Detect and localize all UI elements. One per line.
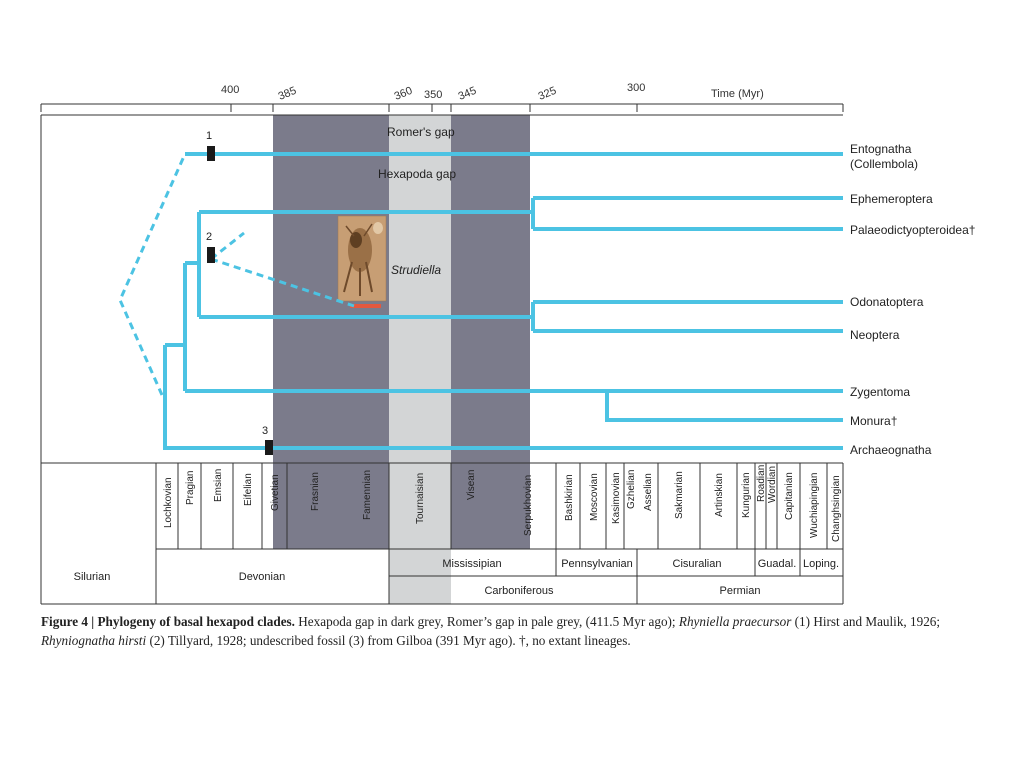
tick-label-300: 300 [627,82,645,94]
dashed-rhyniognatha-up [211,233,244,259]
caption-species-2: Rhyniognatha hirsti [41,633,146,648]
tick-label-345: 345 [457,85,479,103]
taxon-zygentoma: Zygentoma [850,385,910,399]
tick-label-385: 385 [277,85,299,103]
stage-asselian: Asselian [643,473,654,511]
stage-visean: Visean [466,470,477,500]
stage-artinskian: Artinskian [714,473,725,517]
caption-text-1: Hexapoda gap in dark grey, Romer’s gap i… [295,614,679,629]
stage-sakmarian: Sakmarian [674,471,685,519]
series-lopingian: Loping. [803,558,839,570]
fossil-markers [207,146,273,455]
fossil-marker-3-label: 3 [262,425,268,437]
romers-gap-band [389,115,451,604]
tick-label-400: 400 [221,84,239,96]
stage-frasnian: Frasnian [310,472,321,511]
stage-roadian: Roadian [756,465,767,502]
figure-caption: Figure 4 | Phylogeny of basal hexapod cl… [41,612,986,650]
romers-gap-label: Romer's gap [387,125,455,139]
series-cisuralian: Cisuralian [673,558,722,570]
stage-wuchiapingian: Wuchiapingian [809,473,820,538]
caption-text-2: (1) Hirst and Maulik, 1926; [791,614,940,629]
stage-wordian: Wordian [767,466,778,503]
tick-label-325: 325 [537,85,559,103]
taxon-entognatha-sub: (Collembola) [850,157,918,171]
taxon-monura: Monura† [850,414,897,428]
stage-changhsingian: Changhsingian [831,475,842,542]
stage-famennian: Famennian [362,470,373,520]
taxon-ephemeroptera: Ephemeroptera [850,192,933,206]
stage-pragian: Pragian [185,471,196,505]
taxon-palaeodictyopteroidea: Palaeodictyopteroidea† [850,223,975,237]
dashed-root-entognatha [120,154,185,395]
stage-emsian: Emsian [213,469,224,502]
fossil-marker-1 [207,146,215,161]
taxon-archaeognatha: Archaeognatha [850,443,932,457]
tick-label-350: 350 [424,89,442,101]
caption-label: Figure 4 | Phylogeny of basal hexapod cl… [41,614,295,629]
period-silurian: Silurian [74,571,111,583]
strudiella-label: Strudiella [391,263,441,277]
lineage-monura [607,391,843,420]
fossil-marker-2-label: 2 [206,231,212,243]
stage-givetian: Givetian [270,474,281,511]
stage-serpukhovian: Serpukhovian [523,475,534,536]
stage-eifelian: Eifelian [243,473,254,506]
hexapoda-gap-label: Hexapoda gap [378,167,456,181]
strudiella-fossil-image [338,216,386,301]
fossil-marker-3 [265,440,273,455]
series-pennsylvanian: Pennsylvanian [561,558,633,570]
stage-lochkovian: Lochkovian [163,477,174,528]
time-axis-label: Time (Myr) [711,88,764,100]
taxon-odonatoptera: Odonatoptera [850,295,924,309]
taxon-neoptera: Neoptera [850,328,900,342]
fossil-marker-2 [207,247,215,263]
stage-kungurian: Kungurian [741,472,752,518]
fossil-marker-1-label: 1 [206,130,212,142]
taxon-entognatha: Entognatha [850,142,912,156]
stage-kasimovian: Kasimovian [611,472,622,524]
series-mississipian: Mississipian [442,558,501,570]
caption-text-3: (2) Tillyard, 1928; undescribed fossil (… [146,633,631,648]
time-axis [41,104,843,112]
tick-label-360: 360 [393,85,415,103]
stage-bashkirian: Bashkirian [564,474,575,521]
stage-capitanian: Capitanian [784,472,795,520]
series-guadalupian: Guadal. [758,558,797,570]
stage-gzhelian: Gzhelian [626,470,637,509]
period-permian: Permian [720,585,761,597]
stage-moscovian: Moscovian [589,473,600,521]
period-carboniferous: Carboniferous [484,585,554,597]
stage-tournaisian: Tournaisian [415,473,426,524]
period-devonian: Devonian [239,571,285,583]
caption-species-1: Rhyniella praecursor [679,614,791,629]
